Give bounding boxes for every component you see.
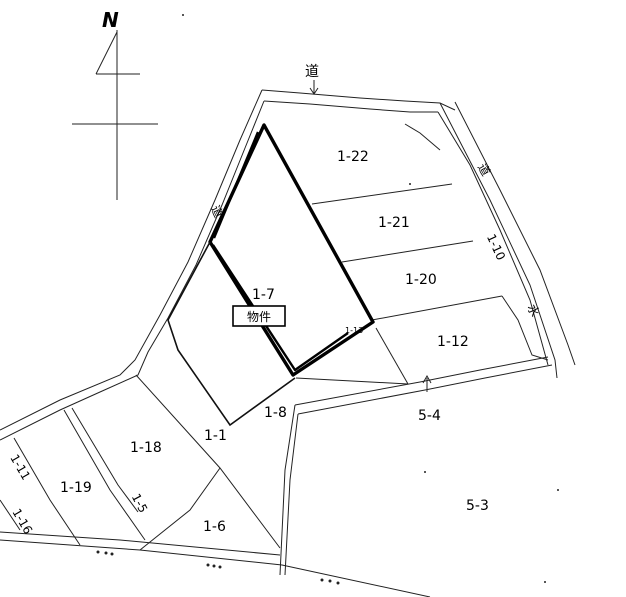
parcel-label-1-18: 1-18: [130, 440, 162, 456]
survey-dots: [96, 14, 559, 585]
parcel-label-1-16: 1-16: [9, 506, 35, 537]
parcel-label-5-4: 5-4: [418, 408, 441, 424]
subject-marker: 物件: [232, 305, 286, 327]
parcel-label-1-19: 1-19: [60, 480, 92, 496]
right-road: 道 1-10 水: [437, 101, 576, 379]
top-road-label: 道: [305, 64, 319, 80]
parcel-label-1-20: 1-20: [405, 272, 437, 288]
parcel-label-1-7: 1-7: [252, 287, 275, 303]
north-symbol: N: [102, 8, 119, 32]
parcel-lines: [279, 123, 553, 576]
parcel-1-8-outline: [167, 241, 296, 427]
parcel-label-1-12: 1-12: [437, 334, 469, 350]
parcel-label-1-1: 1-1: [204, 428, 227, 444]
subject-label: 物件: [247, 310, 271, 324]
right-road-char-3: 水: [524, 302, 542, 319]
lower-left-parcels: [0, 374, 431, 597]
top-road: 道: [261, 64, 456, 113]
parcel-label-1-5: 1-5: [129, 491, 151, 515]
parcel-label-1-11: 1-11: [7, 452, 33, 483]
north-arrow: N: [72, 8, 158, 200]
right-road-char-2: 1-10: [484, 232, 508, 263]
parcel-label-1-13: 1-13: [345, 326, 363, 335]
parcel-label-1-21: 1-21: [378, 215, 410, 231]
parcel-label-1-6: 1-6: [203, 519, 226, 535]
subject-parcel: [208, 123, 375, 377]
parcel-labels: 1-22 1-21 1-20 1-12 1-7 1-8 1-1 1-18 1-1…: [7, 149, 489, 537]
parcel-label-1-8: 1-8: [264, 405, 287, 421]
left-road: 道: [0, 89, 265, 441]
parcel-label-5-3: 5-3: [466, 498, 489, 514]
parcel-label-1-22: 1-22: [337, 149, 369, 165]
